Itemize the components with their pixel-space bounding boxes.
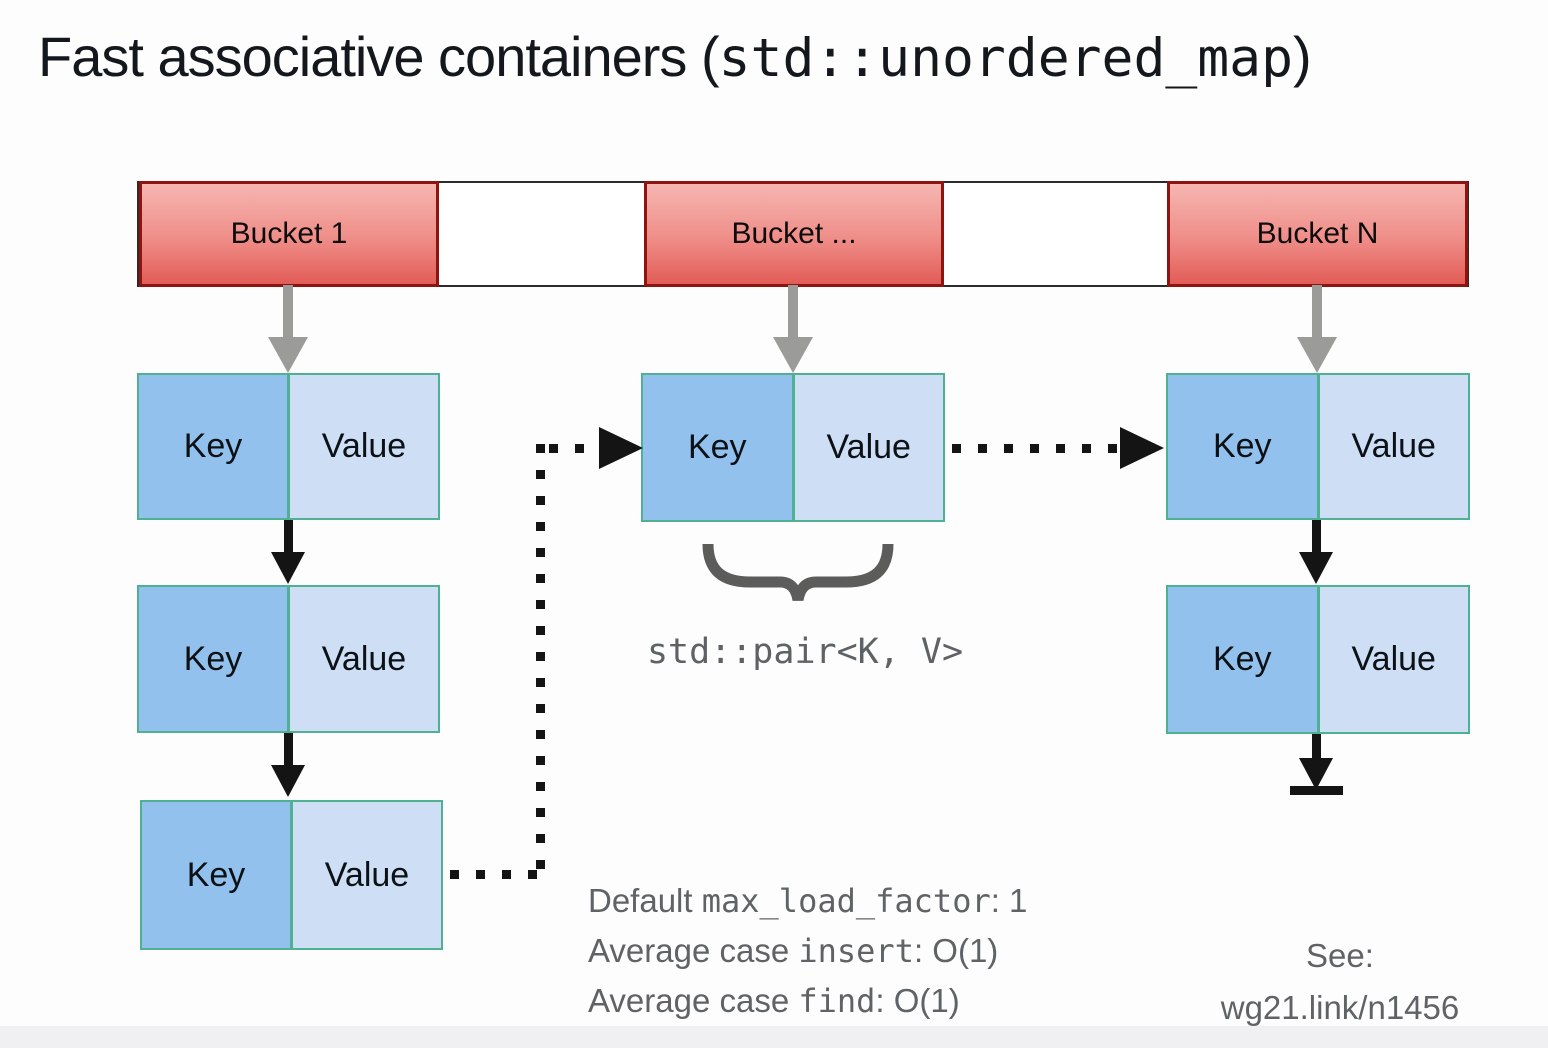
- right-chain-terminator-shaft: [1312, 734, 1321, 760]
- bucket-cell-ellipsis: Bucket ...: [644, 181, 944, 287]
- bucket-ellipsis-arrow-icon: [773, 337, 813, 373]
- page-title: Fast associative containers (std::unorde…: [38, 24, 1312, 89]
- reference-heading: See:: [1306, 937, 1374, 974]
- reference-link: wg21.link/n1456: [1220, 989, 1460, 1026]
- kv-value-cell: Value: [1319, 587, 1468, 732]
- kv-value-cell: Value: [293, 802, 441, 948]
- bucket1-arrow-icon: [268, 337, 308, 373]
- title-code: std::unordered_map: [718, 28, 1293, 89]
- kv-key-cell: Key: [139, 375, 290, 518]
- title-suffix: ): [1292, 25, 1312, 88]
- kv-node-right-1: Key Value: [1166, 373, 1470, 520]
- bucket-1-label: Bucket 1: [230, 217, 348, 250]
- note-load-factor: Default max_load_factor: 1: [588, 882, 1028, 920]
- left-chain-arrow2-shaft: [284, 733, 293, 767]
- bucket-n-label: Bucket N: [1256, 217, 1379, 250]
- bucket1-arrow-shaft: [283, 285, 293, 338]
- note-find: Average case find: O(1): [588, 982, 960, 1020]
- kv-value-cell: Value: [794, 375, 943, 520]
- pair-annotation: std::pair<K, V>: [646, 632, 964, 672]
- bucketn-arrow-icon: [1297, 337, 1337, 373]
- left-chain-arrow2-icon: [271, 765, 305, 797]
- kv-key-cell: Key: [142, 802, 293, 948]
- complexity-notes: Default max_load_factor: 1 Average case …: [588, 882, 1027, 1032]
- kv-key-cell: Key: [139, 587, 290, 731]
- kv-value-cell: Value: [290, 587, 438, 731]
- note-insert: Average case insert: O(1): [588, 932, 999, 970]
- kv-node-left-3: Key Value: [140, 800, 443, 950]
- kv-node-left-2: Key Value: [137, 585, 440, 733]
- right-chain-terminator-arrow-icon: [1299, 758, 1333, 790]
- bucket-cell-1: Bucket 1: [139, 181, 439, 287]
- kv-key-cell: Key: [643, 375, 795, 520]
- kv-node-left-1: Key Value: [137, 373, 440, 520]
- kv-value-cell: Value: [1319, 375, 1468, 518]
- dotted-arrowhead-right-icon: [1120, 427, 1164, 469]
- dotted-arrowhead-middle-icon: [599, 427, 643, 469]
- kv-key-cell: Key: [1168, 587, 1320, 732]
- bucket-array-bar: Bucket 1 Bucket ... Bucket N: [137, 181, 1469, 287]
- left-chain-arrow1-icon: [271, 552, 305, 584]
- bottom-strip: [0, 1026, 1548, 1048]
- kv-key-cell: Key: [1168, 375, 1320, 518]
- kv-node-right-2: Key Value: [1166, 585, 1470, 734]
- bucket-ellipsis-label: Bucket ...: [731, 217, 857, 250]
- dotted-connector-left-horizontal: [450, 870, 538, 879]
- dotted-connector-middle-right: [952, 444, 1122, 453]
- kv-node-middle: Key Value: [641, 373, 945, 522]
- dotted-connector-left-top: [549, 444, 601, 453]
- left-chain-arrow1-shaft: [284, 520, 293, 554]
- null-terminator-bar: [1290, 786, 1343, 795]
- underbrace-icon: [702, 543, 894, 602]
- right-chain-arrow1-shaft: [1312, 520, 1321, 554]
- bucket-cell-n: Bucket N: [1167, 181, 1468, 287]
- reference-block: See: wg21.link/n1456: [1185, 930, 1495, 1034]
- right-chain-arrow1-icon: [1299, 552, 1333, 584]
- dotted-connector-left-vertical: [536, 444, 545, 880]
- bucket-ellipsis-arrow-shaft: [788, 285, 798, 338]
- kv-value-cell: Value: [290, 375, 438, 518]
- bucketn-arrow-shaft: [1312, 285, 1322, 338]
- title-prefix: Fast associative containers (: [38, 25, 720, 88]
